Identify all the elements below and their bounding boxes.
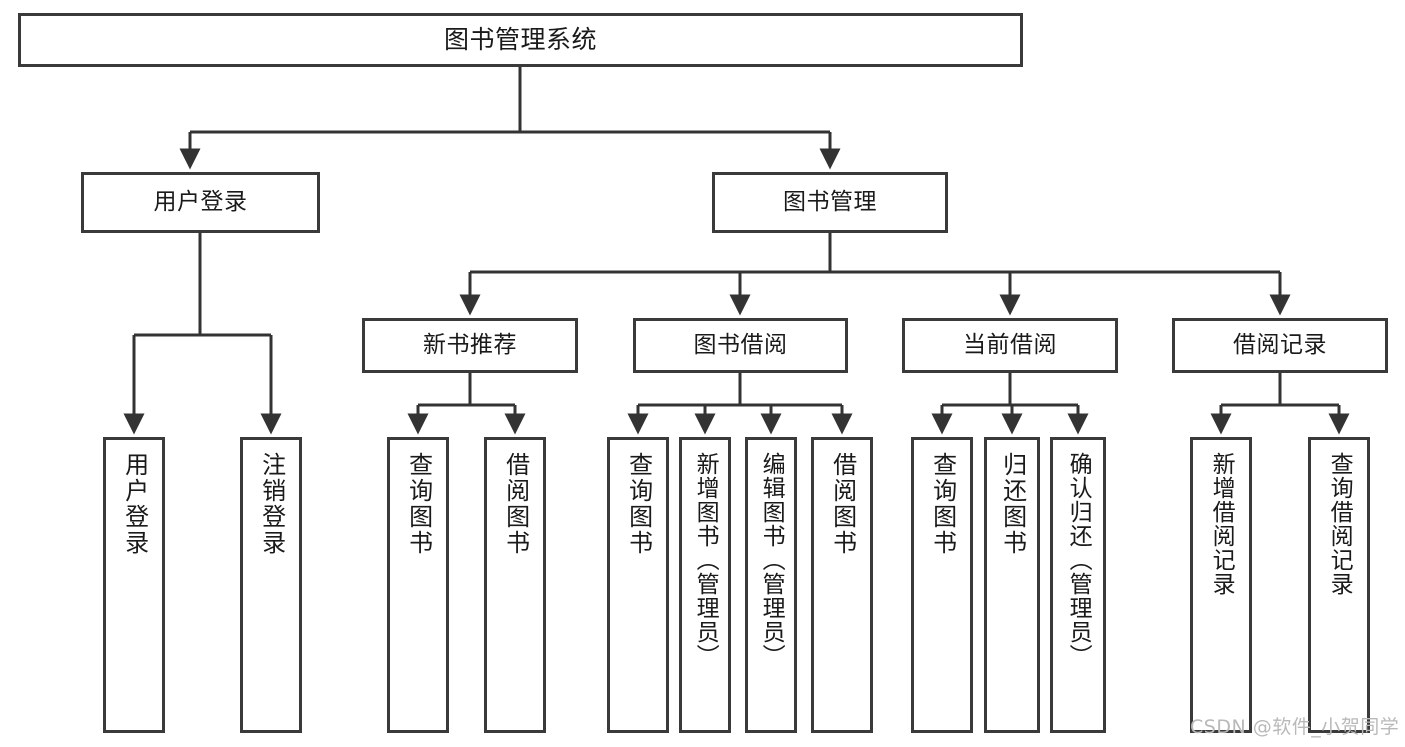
node-leaf-edit-book-label: 编辑图书（管理员） <box>758 452 785 668</box>
node-leaf-user-logout-label: 注销登录 <box>257 452 286 556</box>
node-leaf-query-book-3-label: 查询图书 <box>928 452 957 556</box>
node-book-manage-label: 图书管理 <box>783 188 877 215</box>
node-leaf-confirm-return[interactable]: 确认归还（管理员） <box>1050 437 1106 733</box>
node-leaf-borrow-book-1-label: 借阅图书 <box>501 452 530 556</box>
node-leaf-confirm-return-label: 确认归还（管理员） <box>1065 452 1092 668</box>
node-user-login[interactable]: 用户登录 <box>81 172 320 233</box>
node-current-borrow-label: 当前借阅 <box>963 331 1057 358</box>
watermark: CSDN @软件_小贺同学 <box>1190 716 1400 738</box>
node-leaf-query-book-2[interactable]: 查询图书 <box>607 437 669 733</box>
node-leaf-add-book-label: 新增图书（管理员） <box>692 452 719 668</box>
node-leaf-borrow-book-2[interactable]: 借阅图书 <box>811 437 873 733</box>
node-borrow-record[interactable]: 借阅记录 <box>1172 318 1388 373</box>
node-leaf-return-book-label: 归还图书 <box>998 452 1027 556</box>
node-leaf-edit-book[interactable]: 编辑图书（管理员） <box>745 437 797 733</box>
node-leaf-query-book-1[interactable]: 查询图书 <box>387 437 449 733</box>
node-borrow-record-label: 借阅记录 <box>1233 331 1327 358</box>
node-leaf-query-book-1-label: 查询图书 <box>404 452 433 556</box>
node-leaf-user-login-label: 用户登录 <box>120 452 149 556</box>
node-leaf-add-record[interactable]: 新增借阅记录 <box>1190 437 1252 733</box>
node-leaf-borrow-book-1[interactable]: 借阅图书 <box>484 437 546 733</box>
node-user-login-label: 用户登录 <box>153 188 248 215</box>
node-book-borrow-label: 图书借阅 <box>693 331 788 358</box>
node-book-borrow[interactable]: 图书借阅 <box>633 318 848 373</box>
node-new-book-rec[interactable]: 新书推荐 <box>362 318 578 373</box>
node-leaf-user-logout[interactable]: 注销登录 <box>240 437 302 733</box>
node-leaf-query-record-label: 查询借阅记录 <box>1326 452 1353 596</box>
node-leaf-user-login[interactable]: 用户登录 <box>103 437 165 733</box>
node-book-manage[interactable]: 图书管理 <box>712 172 948 233</box>
node-leaf-query-book-2-label: 查询图书 <box>624 452 653 556</box>
node-root-label: 图书管理系统 <box>443 25 597 55</box>
node-leaf-query-record[interactable]: 查询借阅记录 <box>1308 437 1370 733</box>
node-root[interactable]: 图书管理系统 <box>18 13 1023 67</box>
node-current-borrow[interactable]: 当前借阅 <box>902 318 1118 373</box>
node-leaf-add-record-label: 新增借阅记录 <box>1208 452 1235 596</box>
node-leaf-add-book[interactable]: 新增图书（管理员） <box>679 437 731 733</box>
node-leaf-borrow-book-2-label: 借阅图书 <box>828 452 857 556</box>
node-leaf-query-book-3[interactable]: 查询图书 <box>911 437 973 733</box>
node-new-book-rec-label: 新书推荐 <box>423 331 517 358</box>
node-leaf-return-book[interactable]: 归还图书 <box>984 437 1040 733</box>
